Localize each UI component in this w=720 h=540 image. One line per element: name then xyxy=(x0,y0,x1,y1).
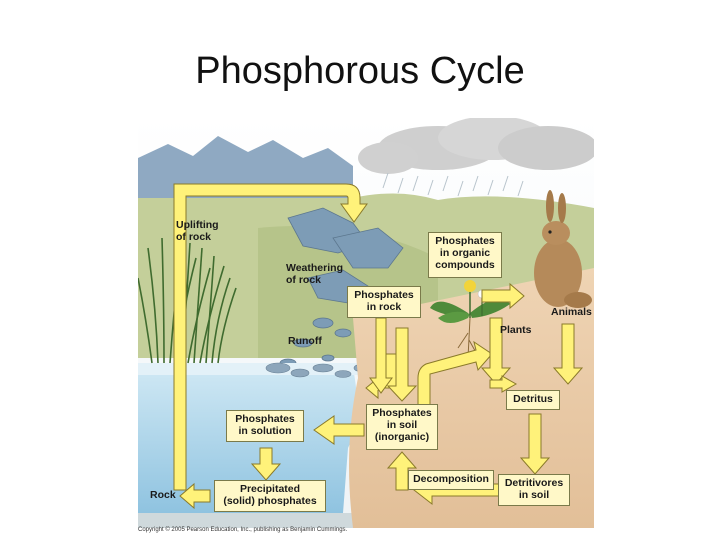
diagram-artwork xyxy=(137,116,598,528)
label-animals: Animals xyxy=(551,306,592,318)
phosphorus-cycle-diagram: Uplifting of rock Weathering of rock Run… xyxy=(137,116,598,528)
mountains xyxy=(138,136,353,198)
rocks xyxy=(279,207,404,368)
box-phosphates-organic: Phosphates in organic compounds xyxy=(428,232,502,278)
box-phosphates-in-rock: Phosphates in rock xyxy=(347,286,421,318)
label-plants: Plants xyxy=(500,324,532,336)
box-precipitated-phosphates: Precipitated (solid) phosphates xyxy=(214,480,326,512)
cloud xyxy=(358,116,598,174)
label-weathering: Weathering of rock xyxy=(286,262,343,286)
label-runoff: Runoff xyxy=(288,335,322,347)
rabbit xyxy=(534,190,592,308)
box-detritivores: Detritivores in soil xyxy=(498,474,570,506)
slide-title: Phosphorous Cycle xyxy=(195,50,525,92)
cycle-arrows xyxy=(173,183,584,510)
plant xyxy=(430,280,510,359)
copyright-notice: Copyright © 2005 Pearson Education, Inc.… xyxy=(138,527,348,533)
box-phosphates-in-solution: Phosphates in solution xyxy=(226,410,304,442)
box-detritus: Detritus xyxy=(506,390,560,410)
label-uplifting: Uplifting of rock xyxy=(176,219,219,243)
box-phosphates-in-soil: Phosphates in soil (inorganic) xyxy=(366,404,438,450)
box-decomposition: Decomposition xyxy=(408,470,494,490)
label-rock: Rock xyxy=(150,489,176,501)
